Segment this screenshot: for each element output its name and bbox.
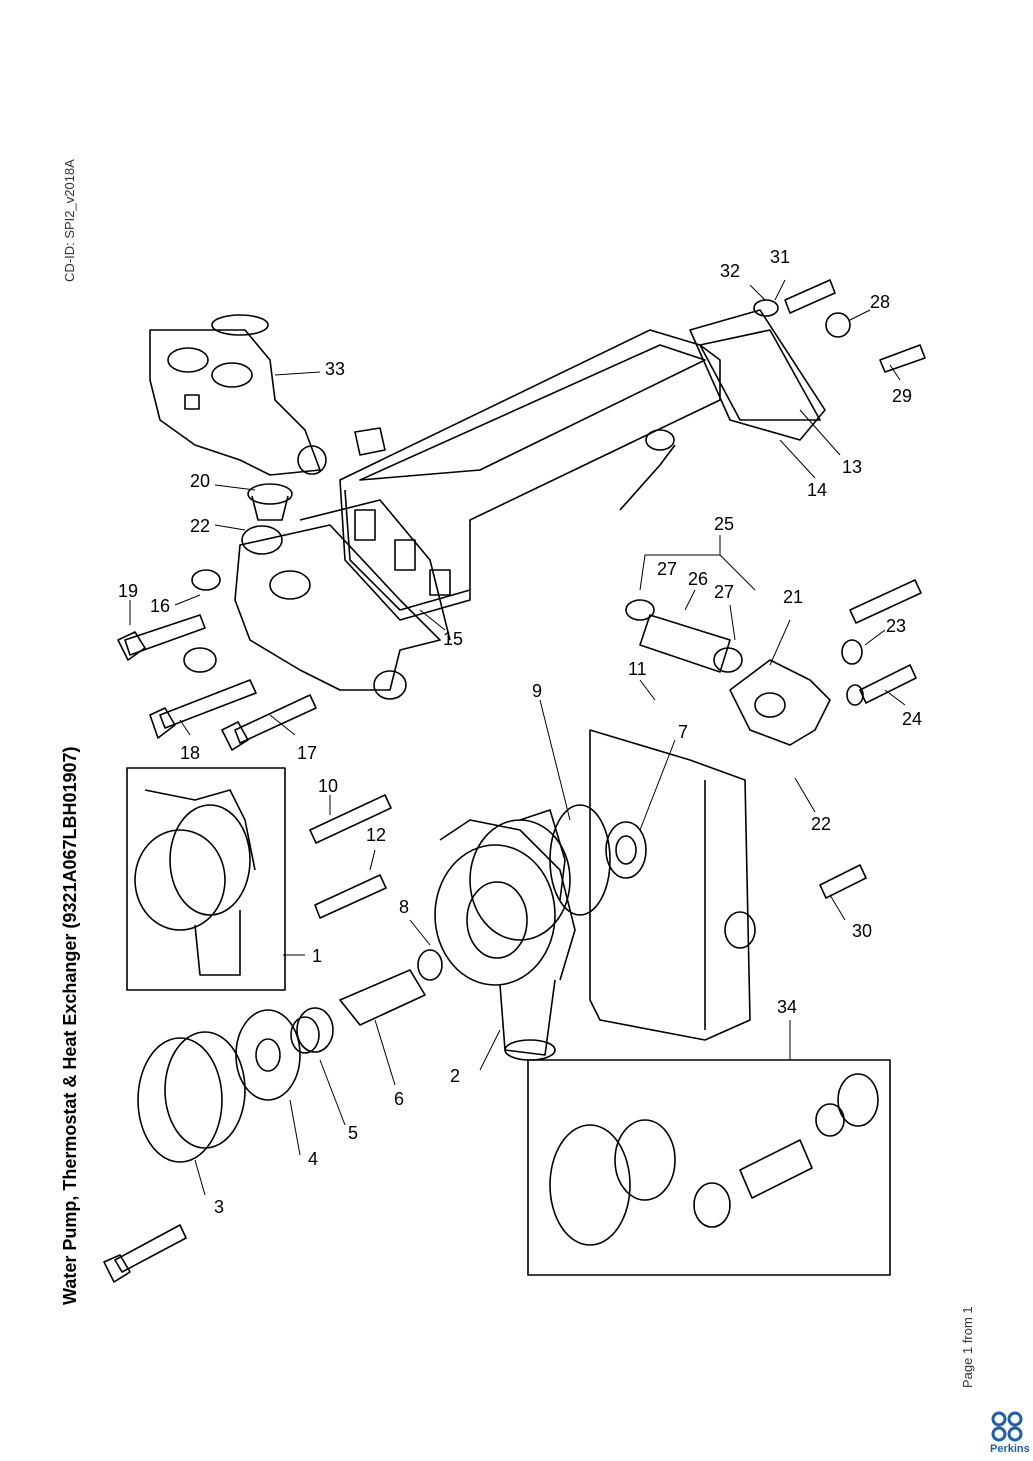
callout-label: 19 <box>118 581 138 601</box>
callout-label: 30 <box>852 921 872 941</box>
callout-labels: 1 2 3 4 5 6 7 8 9 10 11 12 13 14 15 16 1… <box>118 247 922 1217</box>
thermostat-housing-lower <box>183 499 451 700</box>
brand-name: Perkins <box>990 1443 1030 1455</box>
callout-label: 23 <box>886 616 906 636</box>
callout-label: 26 <box>688 569 708 589</box>
callout-label: 22 <box>811 814 831 834</box>
callout-label: 1 <box>312 946 322 966</box>
callout-label: 22 <box>190 516 210 536</box>
outlet-elbow <box>729 659 831 746</box>
thermostat-housing-upper <box>149 314 386 476</box>
callout-label: 31 <box>770 247 790 267</box>
perkins-logo <box>991 1411 1023 1442</box>
water-pump-body <box>434 819 576 1061</box>
gasket-plate <box>519 804 611 916</box>
callout-label: 3 <box>214 1197 224 1217</box>
shaft <box>339 949 443 1026</box>
bolts-left <box>117 614 317 751</box>
leader-lines <box>129 279 906 1196</box>
callout-label: 25 <box>714 514 734 534</box>
callout-label: 17 <box>297 743 317 763</box>
callout-label: 16 <box>150 596 170 616</box>
heat-exchanger <box>339 329 721 621</box>
callout-label: 13 <box>842 457 862 477</box>
callout-label: 27 <box>714 582 734 602</box>
callout-label: 14 <box>807 480 827 500</box>
hose-assembly <box>619 429 743 673</box>
callout-label: 9 <box>532 681 542 701</box>
callout-label: 12 <box>366 825 386 845</box>
gear-case-cover <box>589 729 756 1041</box>
callout-label: 4 <box>308 1149 318 1169</box>
callout-label: 15 <box>443 629 463 649</box>
service-kit-parts <box>549 1073 879 1246</box>
thermostat <box>241 483 293 555</box>
callout-label: 5 <box>348 1123 358 1143</box>
impeller <box>235 1009 301 1101</box>
pump-cover <box>137 1031 246 1163</box>
inset-box-service-kit <box>527 1059 891 1276</box>
callout-label: 2 <box>450 1066 460 1086</box>
callout-label: 8 <box>399 897 409 917</box>
callout-label: 6 <box>394 1089 404 1109</box>
seal <box>290 1007 334 1054</box>
callout-label: 28 <box>870 292 890 312</box>
callout-label: 33 <box>325 359 345 379</box>
gear <box>605 821 647 879</box>
end-cover <box>689 309 826 441</box>
callout-label: 18 <box>180 743 200 763</box>
callout-label: 20 <box>190 471 210 491</box>
inset-water-pump <box>134 789 256 976</box>
callout-label: 32 <box>720 261 740 281</box>
callout-label: 34 <box>777 997 797 1017</box>
callout-label: 10 <box>318 776 338 796</box>
bolt-cover <box>103 1224 187 1283</box>
callout-label: 24 <box>902 709 922 729</box>
callout-label: 21 <box>783 587 803 607</box>
callout-label: 27 <box>657 559 677 579</box>
inset-box-water-pump <box>126 767 286 991</box>
callout-label: 29 <box>892 386 912 406</box>
callout-label: 11 <box>628 659 647 679</box>
callout-label: 7 <box>678 722 688 742</box>
